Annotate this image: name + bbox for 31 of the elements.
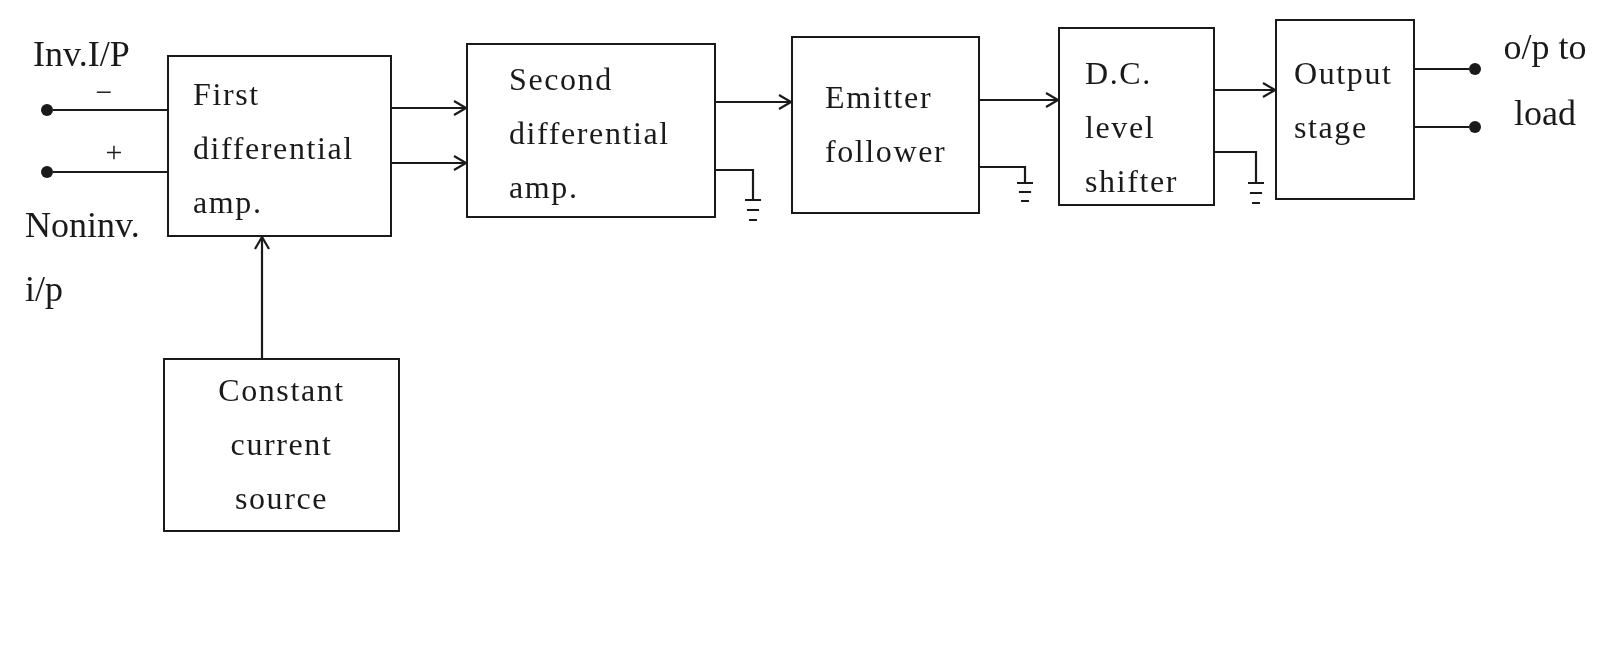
arrow	[392, 99, 468, 117]
arrow	[1215, 81, 1277, 99]
arrow	[980, 91, 1060, 109]
block-label: Output stage	[1294, 54, 1394, 147]
process-box	[1275, 19, 1415, 200]
connector-line	[1415, 125, 1469, 129]
process-box	[163, 358, 400, 532]
process-box	[791, 36, 980, 214]
ground-icon	[745, 199, 761, 221]
process-box	[1058, 27, 1215, 206]
connector-line	[1415, 67, 1469, 71]
block-label: Second differential amp.	[509, 60, 671, 207]
block-label: Constant current source	[217, 371, 346, 518]
block-label: D.C. level shifter	[1085, 54, 1179, 201]
terminal-label: Noninv. i/p	[25, 204, 141, 311]
block-label: Emitter follower	[825, 78, 948, 171]
connector-line	[980, 165, 1027, 182]
arrow	[392, 154, 468, 172]
arrow	[716, 93, 793, 111]
connector-line	[716, 168, 755, 199]
process-box	[466, 43, 716, 218]
ground-icon	[1248, 182, 1264, 204]
ground-icon	[1017, 182, 1033, 202]
terminal-label: o/p to load	[1502, 26, 1588, 135]
connector-line	[1215, 150, 1258, 182]
arrow	[253, 235, 271, 358]
block-label: First differential amp.	[193, 75, 355, 222]
connector-line	[53, 170, 167, 174]
terminal-label: Inv.I/P	[33, 34, 131, 74]
process-box	[167, 55, 392, 237]
connector-line	[53, 108, 167, 112]
